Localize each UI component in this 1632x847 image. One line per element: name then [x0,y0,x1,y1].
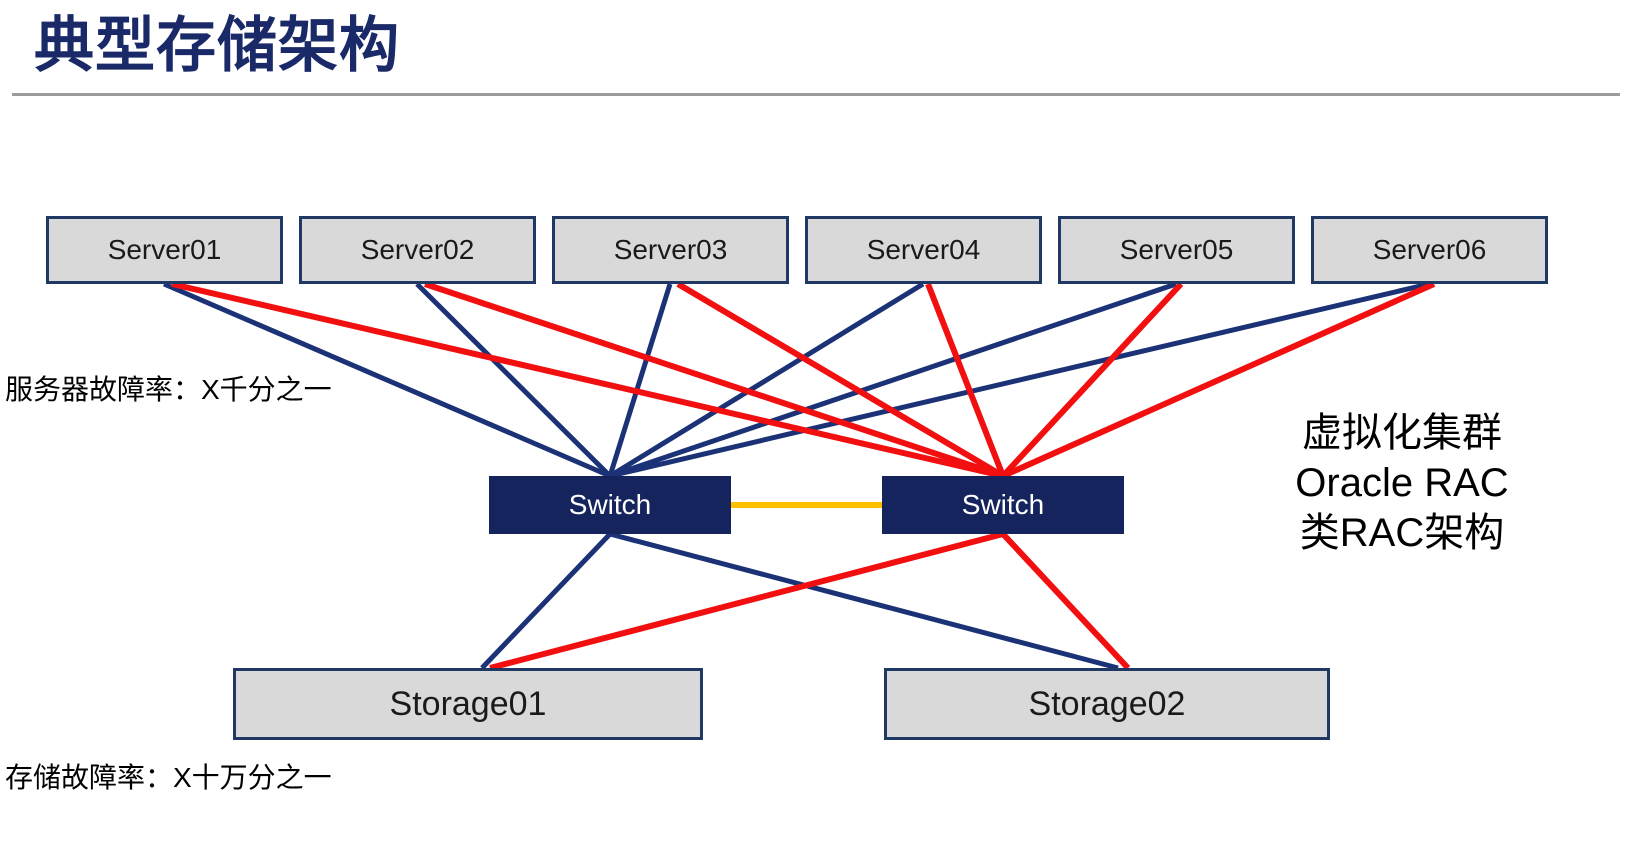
storage02-label: Storage02 [1028,684,1186,723]
server03-label: Server03 [613,234,728,265]
link-server02-switch2 [424,281,1004,479]
node-server04: Server04 [805,216,1042,284]
link-switch2-storage02 [1000,531,1131,671]
server01-label: Server01 [107,234,222,265]
node-server03: Server03 [552,216,789,284]
link-server06-switch2 [1001,281,1436,479]
link-switch1-storage02 [609,531,1119,671]
storage01-label: Storage01 [389,684,547,723]
link-server03-switch2 [676,281,1005,479]
page-title: 典型存储架构 [34,12,400,79]
node-server05: Server05 [1058,216,1295,284]
title-divider [12,93,1620,96]
switch1-label: Switch [568,489,652,520]
node-switch1: Switch [489,476,731,534]
storage-failure-rate-label: 存储故障率：X十万分之一 [5,762,332,793]
cluster-note-line1: 虚拟化集群 [1302,411,1502,455]
link-server06-switch1 [609,281,1430,479]
server05-label: Server05 [1119,234,1234,265]
node-server02: Server02 [299,216,536,284]
link-server05-switch1 [609,281,1177,479]
server-failure-rate-label: 服务器故障率：X千分之一 [5,374,332,405]
server02-label: Server02 [360,234,475,265]
cluster-note-line2: Oracle RAC [1295,461,1509,505]
cluster-note-line3: 类RAC架构 [1299,511,1505,555]
link-server03-switch1 [607,283,673,477]
node-server06: Server06 [1311,216,1548,284]
link-server04-switch1 [608,281,925,479]
cluster-note: 虚拟化集群 Oracle RAC 类RAC架构 [1280,408,1524,558]
link-switch1-storage01 [480,532,612,670]
link-server02-switch1 [415,282,612,478]
link-server04-switch2 [925,282,1006,478]
node-storage02: Storage02 [884,668,1330,740]
node-switch2: Switch [882,476,1124,534]
link-server05-switch2 [1000,281,1184,479]
switch2-label: Switch [961,489,1045,520]
link-switch2-storage01 [489,531,1004,671]
node-storage01: Storage01 [233,668,703,740]
node-server01: Server01 [46,216,283,284]
link-server01-switch2 [171,281,1004,479]
server06-label: Server06 [1372,234,1487,265]
link-server01-switch1 [163,281,611,479]
server04-label: Server04 [866,234,981,265]
